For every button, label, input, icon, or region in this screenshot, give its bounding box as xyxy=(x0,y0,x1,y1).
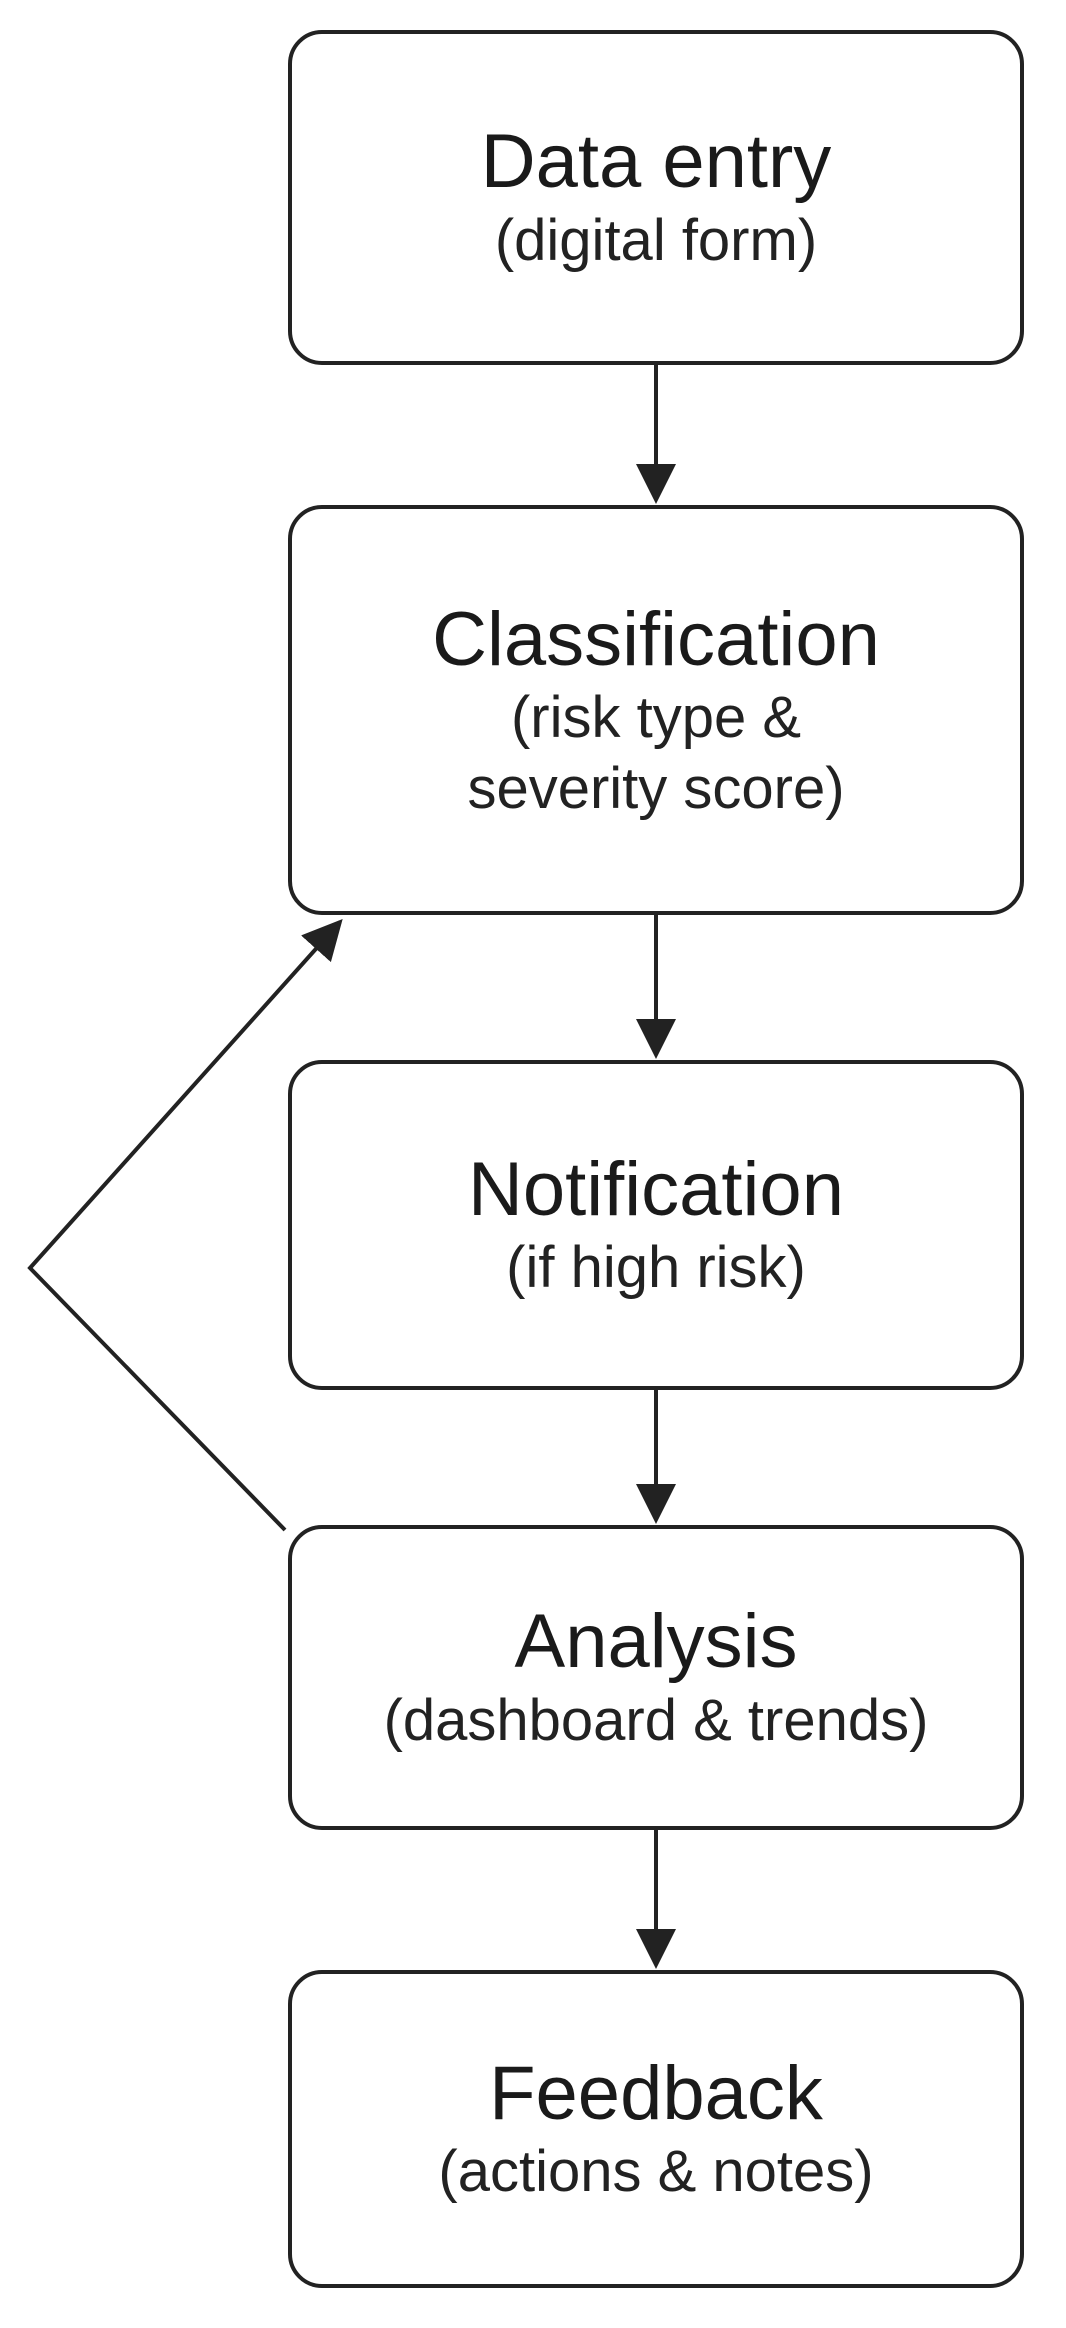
node-title: Analysis xyxy=(514,1599,798,1685)
node-title: Notification xyxy=(468,1146,844,1232)
node-subtitle: (digital form) xyxy=(494,207,818,273)
node-title: Classification xyxy=(432,596,880,682)
node-subtitle: (actions & notes) xyxy=(438,2139,874,2205)
node-classification: Classification (risk type & severity sco… xyxy=(288,505,1024,915)
node-subtitle: (if high risk) xyxy=(506,1235,806,1301)
node-analysis: Analysis (dashboard & trends) xyxy=(288,1525,1024,1830)
node-feedback: Feedback (actions & notes) xyxy=(288,1970,1024,2288)
node-data-entry: Data entry (digital form) xyxy=(288,30,1024,365)
feedback-loop-arrow xyxy=(27,919,343,1532)
node-notification: Notification (if high risk) xyxy=(288,1060,1024,1390)
node-subtitle: (dashboard & trends) xyxy=(383,1687,929,1753)
node-title: Feedback xyxy=(489,2050,823,2136)
node-title: Data entry xyxy=(480,119,832,205)
node-subtitle: (risk type & severity score) xyxy=(467,684,845,821)
